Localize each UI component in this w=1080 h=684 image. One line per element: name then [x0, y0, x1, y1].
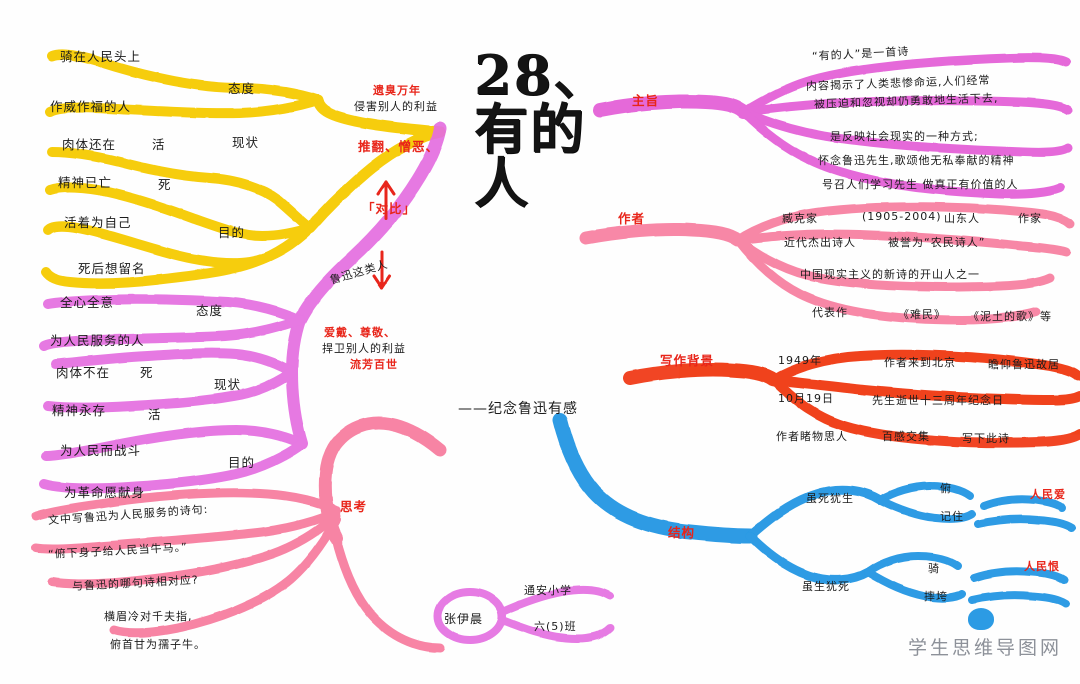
theme-line-5: 号召人们学习先生 做真正有价值的人 [822, 178, 1019, 191]
yellow-leaf-1-0-sub: 活 [152, 137, 166, 152]
yellow-group-label-1: 现状 [232, 135, 260, 150]
theme-line-2: 被压迫和忽视却仍勇敢地生活下去, [813, 91, 999, 111]
background-cell-1-0: 10月19日 [778, 392, 834, 405]
annotation-good-fate: 流芳百世 [350, 358, 398, 371]
violet-group-label-2: 目的 [228, 455, 256, 470]
yellow-leaf-2-0: 活着为自己 [64, 215, 132, 230]
violet-leaf-1-0-sub: 死 [140, 365, 154, 380]
yellow-group-label-0: 态度 [228, 81, 256, 96]
think-line-4: 俯首甘为孺子牛。 [110, 638, 206, 651]
author-cell-3-0: 代表作 [812, 306, 848, 319]
yellow-leaf-1-0: 肉体还在 [62, 137, 117, 152]
violet-leaf-2-0: 为人民而战斗 [60, 443, 142, 458]
signature-name: 张伊晨 [444, 612, 484, 626]
theme-line-3: 是反映社会现实的一种方式; [830, 130, 979, 143]
author-cell-0-1: (1905-2004) [862, 210, 942, 223]
think-line-1: “俯下身子给人民当牛马。” [47, 540, 189, 561]
background-cell-2-2: 写下此诗 [962, 432, 1010, 445]
background-cell-2-0: 作者睹物思人 [776, 430, 848, 443]
author-cell-1-0: 近代杰出诗人 [784, 236, 856, 249]
background-cell-0-1: 作者来到北京 [884, 356, 956, 369]
structure-leaf-1-1: 摔垮 [924, 590, 948, 603]
watermark-text: 学生思维导图网 [907, 637, 1062, 659]
background-cell-0-2: 瞻仰鲁迅故居 [988, 358, 1060, 371]
background-cell-0-0: 1949年 [778, 354, 822, 367]
violet-leaf-1-1: 精神永存 [52, 403, 107, 418]
think-line-0: 文中写鲁迅为人民服务的诗句: [47, 502, 209, 527]
signature-class: 六(5)班 [534, 620, 577, 633]
structure-leaf-1-0: 骑 [928, 562, 940, 575]
structure-result-0: 人民爱 [1030, 488, 1066, 501]
annotation-good-deed: 捍卫别人的利益 [322, 342, 406, 355]
structure-leaf-0-1: 记住 [940, 510, 964, 523]
yellow-leaf-0-1: 作威作福的人 [50, 99, 132, 114]
think-line-3: 横眉冷对千夫指, [104, 610, 193, 623]
structure-branch-label: 结构 [668, 525, 696, 540]
violet-group-label-0: 态度 [196, 303, 224, 318]
annotation-bad-deed: 侵害别人的利益 [354, 100, 438, 113]
author-cell-0-3: 作家 [1018, 212, 1042, 225]
author-branch-label: 作者 [618, 211, 646, 226]
annotation-contrast: 「对比」 [362, 201, 417, 216]
violet-leaf-0-1: 为人民服务的人 [50, 333, 145, 348]
watermark-logo-icon [968, 608, 994, 630]
author-cell-1-1: 被誉为“农民诗人” [888, 236, 986, 249]
author-cell-3-1: 《难民》 [898, 308, 946, 321]
annotation-bad-attitude: 推翻、憎恶、 [358, 139, 440, 154]
violet-leaf-1-0: 肉体不在 [56, 365, 111, 380]
author-cell-2-0: 中国现实主义的新诗的开山人之一 [800, 268, 980, 281]
author-cell-0-2: 山东人 [944, 212, 980, 225]
author-cell-3-2: 《泥土的歌》等 [968, 310, 1052, 323]
page-title: 28、有的人 [474, 43, 610, 215]
violet-leaf-2-1: 为革命愿献身 [64, 485, 146, 500]
structure-leaf-0-0: 俯 [940, 482, 952, 495]
yellow-leaf-2-1: 死后想留名 [78, 261, 146, 276]
background-cell-1-1: 先生逝世十三周年纪念日 [872, 394, 1004, 407]
annotation-good-attitude: 爱戴、尊敬、 [324, 326, 396, 339]
annotation-bad-fate: 遗臭万年 [373, 84, 421, 97]
structure-group-label-0: 虽死犹生 [806, 492, 854, 505]
signature-school: 通安小学 [524, 584, 572, 597]
violet-leaf-1-1-sub: 活 [148, 407, 162, 422]
theme-branch-label: 主旨 [632, 93, 660, 108]
yellow-leaf-1-1-sub: 死 [158, 177, 172, 192]
structure-result-1: 人民恨 [1024, 560, 1060, 573]
structure-group-label-1: 虽生犹死 [802, 580, 850, 593]
author-cell-0-0: 臧克家 [782, 212, 818, 225]
yellow-group-label-2: 目的 [218, 225, 246, 240]
page-subtitle: ——纪念鲁迅有感 [458, 401, 578, 417]
annotation-luxun-group: 鲁迅这类人 [328, 257, 390, 287]
yellow-leaf-0-0: 骑在人民头上 [60, 49, 142, 64]
violet-leaf-0-0: 全心全意 [60, 295, 115, 310]
background-branch-label: 写作背景 [660, 353, 715, 368]
yellow-leaf-1-1: 精神已亡 [58, 175, 113, 190]
theme-line-0: “有的人”是一首诗 [811, 44, 910, 63]
think-line-2: 与鲁迅的哪句诗相对应? [71, 573, 200, 593]
violet-group-label-1: 现状 [214, 377, 242, 392]
think-branch-label: 思考 [340, 499, 368, 514]
background-cell-2-1: 百感交集 [882, 430, 930, 443]
theme-line-4: 怀念鲁迅先生,歌颂他无私奉献的精神 [818, 154, 1015, 167]
